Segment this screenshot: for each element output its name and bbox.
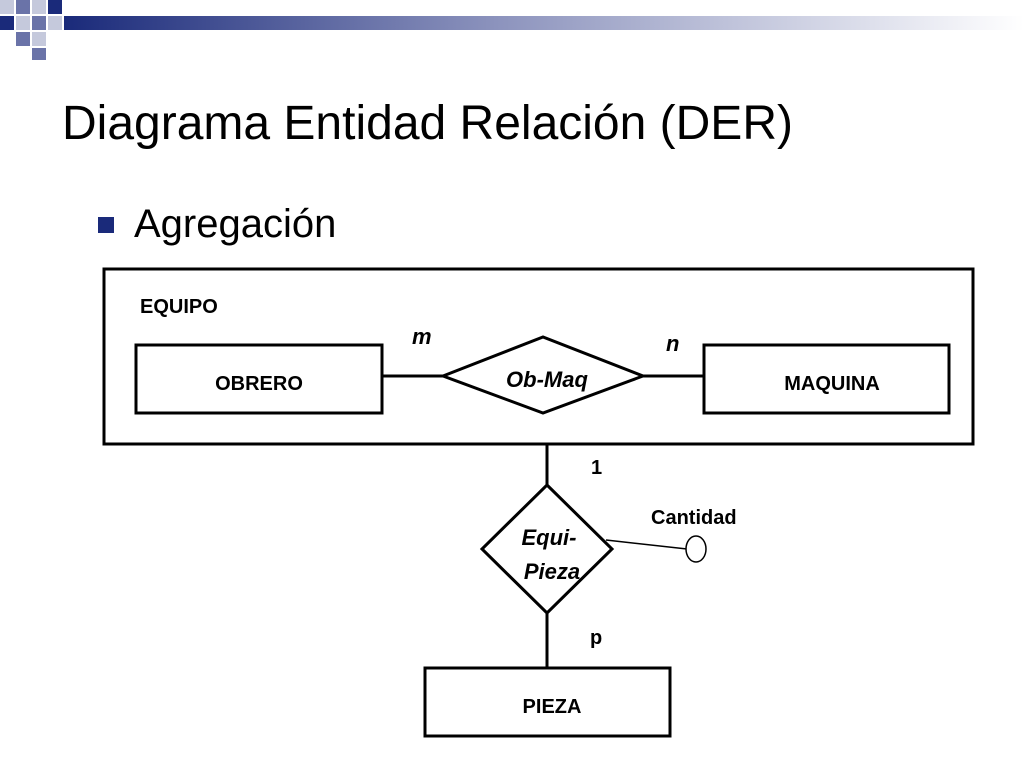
header-square: [16, 0, 30, 14]
slide-title: Diagrama Entidad Relación (DER): [62, 97, 793, 150]
cardinality-equipo-side: 1: [591, 457, 602, 479]
relationship-obmaq-diamond: [438, 335, 648, 415]
relationship-equipieza-diamond: [479, 482, 615, 616]
relationship-obmaq-label: Ob-Maq: [506, 367, 588, 392]
header-square: [32, 0, 46, 14]
header-square: [16, 32, 30, 46]
bullet-square-icon: [98, 217, 114, 233]
header-square: [32, 16, 46, 30]
aggregation-label: EQUIPO: [140, 296, 218, 318]
cardinality-maquina-side: n: [666, 331, 679, 356]
header-decoration: [0, 0, 1024, 60]
header-square: [32, 32, 46, 46]
cardinality-obrero-side: m: [412, 324, 432, 349]
bullet-text: Agregación: [134, 202, 337, 246]
entity-obrero-label: OBRERO: [215, 373, 303, 395]
header-gradient-bar: [64, 16, 1024, 30]
header-square: [16, 16, 30, 30]
entity-pieza-box: [423, 666, 672, 738]
relationship-equipieza-label-line2: Pieza: [524, 559, 580, 584]
header-square: [32, 48, 46, 60]
entity-maquina-label: MAQUINA: [784, 373, 880, 395]
header-square: [0, 16, 14, 30]
relationship-equipieza-label-line1: Equi-: [522, 525, 577, 550]
header-square: [48, 16, 62, 30]
attribute-cantidad-label: Cantidad: [651, 507, 737, 529]
cardinality-pieza-side: p: [590, 627, 602, 649]
header-square: [0, 0, 14, 14]
header-square: [48, 0, 62, 14]
entity-obrero-box: [134, 343, 384, 415]
entity-pieza-label: PIEZA: [523, 696, 582, 718]
line-attribute-cantidad: [605, 539, 688, 550]
aggregation-box-equipo: [102, 267, 975, 446]
attribute-cantidad-circle: [685, 535, 707, 563]
entity-maquina-box: [702, 343, 951, 415]
